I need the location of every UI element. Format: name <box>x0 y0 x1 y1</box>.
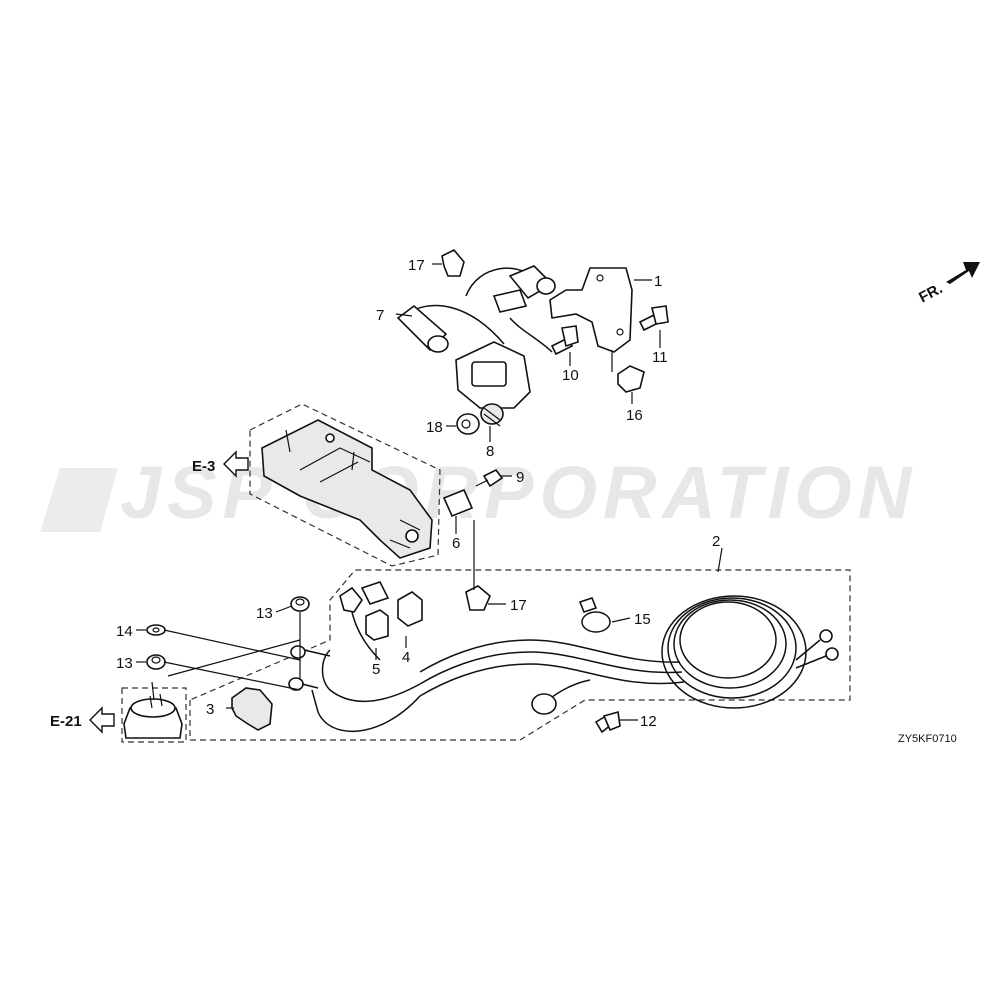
watermark-text: JSP CORPORATION <box>120 451 917 534</box>
callout-13-lower[interactable]: 13 <box>116 655 133 672</box>
part-7-coil <box>396 265 556 409</box>
part-10-bolt <box>550 325 579 356</box>
starter-motor <box>123 693 183 739</box>
part-9-bolt <box>475 468 504 488</box>
part-2-cable-harness <box>288 581 839 733</box>
callout-11[interactable]: 11 <box>652 349 668 366</box>
part-17-clip-upper <box>441 249 465 277</box>
front-arrow-icon <box>946 262 980 284</box>
part-11-bolt <box>638 305 669 332</box>
part-8-bushing <box>480 403 504 427</box>
reference-arrow-icon <box>89 706 115 734</box>
starter-group-outline <box>121 687 187 743</box>
callout-18[interactable]: 18 <box>426 419 443 436</box>
part-16-connector <box>611 350 645 393</box>
callout-13-upper[interactable]: 13 <box>256 605 273 622</box>
callout-3[interactable]: 3 <box>206 701 214 718</box>
direction-indicator: FR. <box>916 262 980 306</box>
reference-arrow-icon <box>223 450 249 478</box>
callout-9[interactable]: 9 <box>516 469 524 486</box>
callout-7[interactable]: 7 <box>376 307 384 324</box>
part-13-nut-upper <box>290 596 310 612</box>
part-17-clip-lower <box>465 585 491 611</box>
callout-17-lower[interactable]: 17 <box>510 597 527 614</box>
reference-e3-label: E-3 <box>192 458 215 475</box>
part-14-washer <box>146 624 166 636</box>
part-5-boot <box>365 609 389 641</box>
watermark: JSP CORPORATION <box>40 451 917 534</box>
part-4-boot <box>397 591 423 627</box>
callout-4[interactable]: 4 <box>402 649 410 666</box>
callouts: 1 2 3 4 5 6 7 8 9 10 11 12 13 13 14 15 1… <box>116 257 720 730</box>
diagram-code: ZY5KF0710 <box>898 733 957 745</box>
direction-label: FR. <box>916 280 945 306</box>
reference-e21-label: E-21 <box>50 713 82 730</box>
callout-14[interactable]: 14 <box>116 623 133 640</box>
callout-10[interactable]: 10 <box>562 367 579 384</box>
group-outlines <box>121 403 851 743</box>
part-1-plate <box>549 267 633 353</box>
callout-15[interactable]: 15 <box>634 611 651 628</box>
frame-bracket <box>261 419 433 559</box>
reference-e21[interactable]: E-21 <box>50 706 115 734</box>
part-3-terminal-cover <box>231 687 273 731</box>
callout-5[interactable]: 5 <box>372 661 380 678</box>
part-12-bolt <box>594 710 621 734</box>
part-18-grommet <box>456 413 480 435</box>
callout-6[interactable]: 6 <box>452 535 460 552</box>
callout-16[interactable]: 16 <box>626 407 643 424</box>
part-15-band <box>578 597 611 633</box>
reference-e3[interactable]: E-3 <box>192 450 249 478</box>
leader-lines <box>136 263 723 721</box>
callout-8[interactable]: 8 <box>486 443 494 460</box>
frame-group-outline <box>249 403 441 567</box>
part-13-nut-lower <box>146 654 166 670</box>
cable-group-outline <box>189 569 851 741</box>
callout-17-upper[interactable]: 17 <box>408 257 425 274</box>
part-6-bracket <box>442 488 474 518</box>
callout-12[interactable]: 12 <box>640 713 657 730</box>
callout-2[interactable]: 2 <box>712 533 720 550</box>
watermark-logo-mark <box>40 468 118 532</box>
callout-1[interactable]: 1 <box>654 273 662 290</box>
